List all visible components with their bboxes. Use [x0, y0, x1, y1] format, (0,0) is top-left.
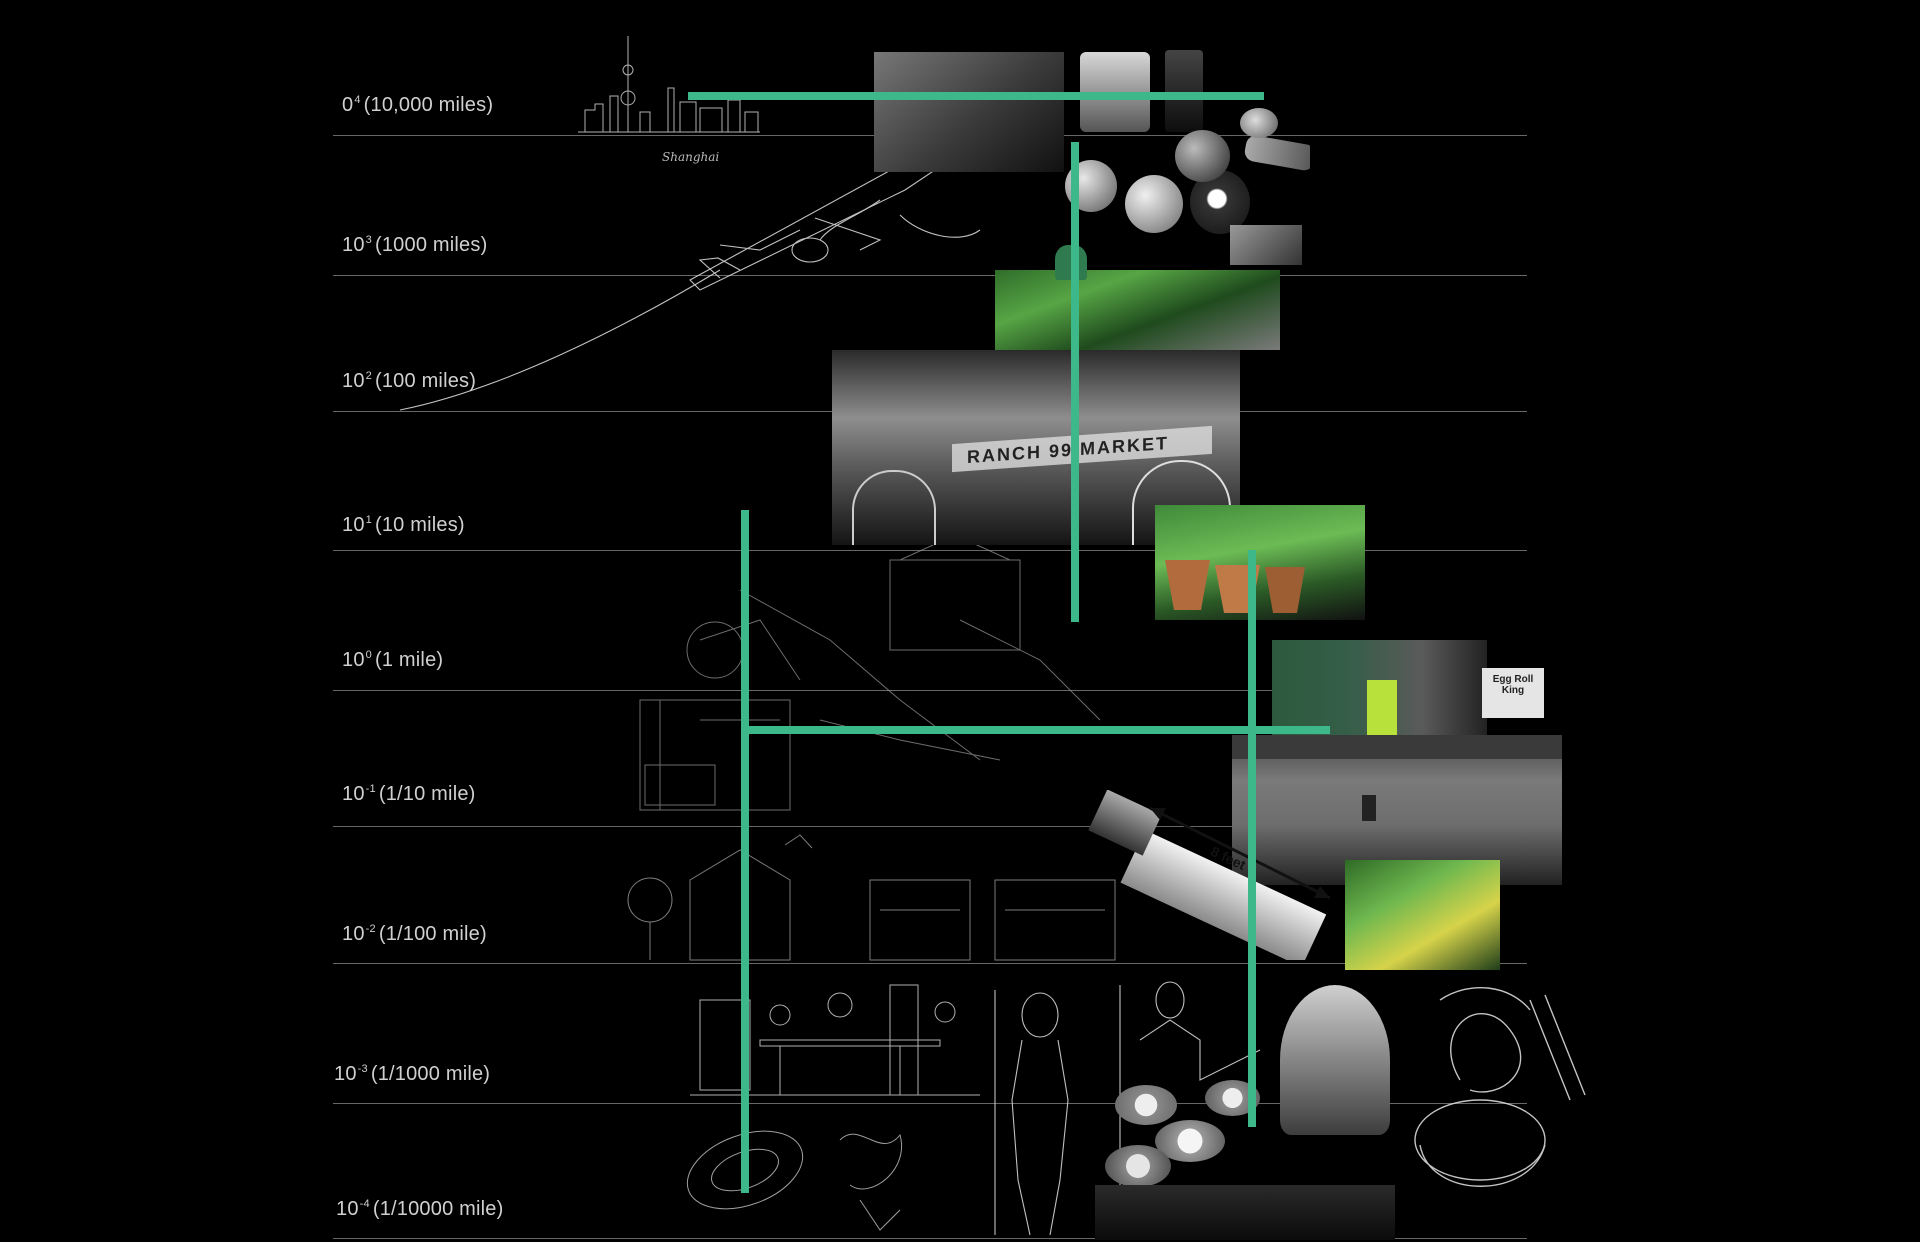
skyline-caption: Shanghai	[662, 150, 720, 164]
scale-base: 10	[342, 649, 365, 671]
steamer-basket	[1115, 1085, 1177, 1125]
sauce-bottle-photo	[1165, 50, 1203, 132]
market-arch	[852, 470, 936, 545]
diner-figure	[1280, 985, 1390, 1135]
scale-exponent: -3	[357, 1063, 368, 1075]
scale-unit: (100 miles)	[374, 370, 477, 392]
scale-divider	[333, 1238, 1527, 1239]
scale-unit: (1/10 mile)	[378, 783, 476, 805]
egg-photo	[1240, 108, 1278, 138]
scale-divider	[333, 690, 1527, 691]
dining-table	[1095, 1185, 1395, 1240]
scale-exponent: 2	[365, 370, 372, 382]
safety-vest-figure	[1367, 680, 1397, 735]
scale-exponent: 0	[365, 649, 372, 661]
scale-label-row: 102(100 miles)	[342, 370, 476, 393]
scale-label-row: 103(1000 miles)	[342, 234, 487, 257]
scale-unit: (10,000 miles)	[363, 94, 494, 116]
dim-sum-diner-photo	[1095, 985, 1395, 1240]
scale-exponent: 4	[354, 94, 361, 106]
scale-divider	[333, 1103, 1527, 1104]
scale-unit: (10 miles)	[374, 514, 465, 536]
produce-spread-photo	[1050, 130, 1310, 290]
scale-label-row: 04(10,000 miles)	[342, 94, 493, 117]
plate-sketch	[686, 1130, 903, 1231]
scale-label-row: 101(10 miles)	[342, 514, 465, 537]
scale-base: 10	[334, 1063, 357, 1085]
scale-label-row: 10-2(1/100 mile)	[342, 923, 487, 946]
grocery-box-photo	[874, 52, 1064, 172]
noodle-bowl-sketch	[1414, 987, 1586, 1187]
scale-base: 10	[342, 234, 365, 256]
packaged-food-photo	[1230, 225, 1302, 265]
scale-label-row: 10-4(1/10000 mile)	[336, 1198, 504, 1221]
fruit-photo	[1125, 175, 1183, 233]
scale-base: 10	[342, 514, 365, 536]
scale-base: 0	[342, 94, 354, 116]
fruit-photo	[1175, 130, 1230, 182]
market-arch	[1132, 460, 1231, 545]
steamer-basket	[1105, 1145, 1171, 1187]
scale-divider	[333, 550, 1527, 551]
scale-exponent: -2	[365, 923, 376, 935]
scale-label-row: 100(1 mile)	[342, 649, 443, 672]
scale-unit: (1000 miles)	[374, 234, 488, 256]
scale-exponent: 1	[365, 514, 372, 526]
scale-base: 10	[342, 783, 365, 805]
scale-unit: (1/10000 mile)	[372, 1198, 504, 1220]
storefront-roof	[1232, 735, 1562, 759]
pavilion-sketch	[627, 834, 1116, 961]
scale-divider	[333, 275, 1527, 276]
scale-exponent: -1	[365, 783, 376, 795]
dining-elevation-sketch	[690, 984, 980, 1096]
restaurant-sign: Egg Roll King	[1482, 668, 1544, 718]
scale-base: 10	[342, 923, 365, 945]
scale-base: 10	[342, 370, 365, 392]
scale-label-row: 10-3(1/1000 mile)	[334, 1063, 490, 1086]
scale-divider	[333, 826, 1527, 827]
vegetable-stall-photo	[995, 270, 1280, 350]
scale-base: 10	[336, 1198, 359, 1220]
scale-exponent: -4	[359, 1198, 370, 1210]
scale-divider	[333, 963, 1527, 964]
scale-unit: (1/100 mile)	[378, 923, 487, 945]
scale-unit: (1 mile)	[374, 649, 444, 671]
scale-exponent: 3	[365, 234, 372, 246]
storefront-window	[1362, 795, 1376, 821]
airplane-sketch	[399, 164, 981, 411]
vegetable-crate-photo	[1345, 860, 1500, 970]
scale-label-row: 10-1(1/10 mile)	[342, 783, 476, 806]
scale-unit: (1/1000 mile)	[370, 1063, 491, 1085]
